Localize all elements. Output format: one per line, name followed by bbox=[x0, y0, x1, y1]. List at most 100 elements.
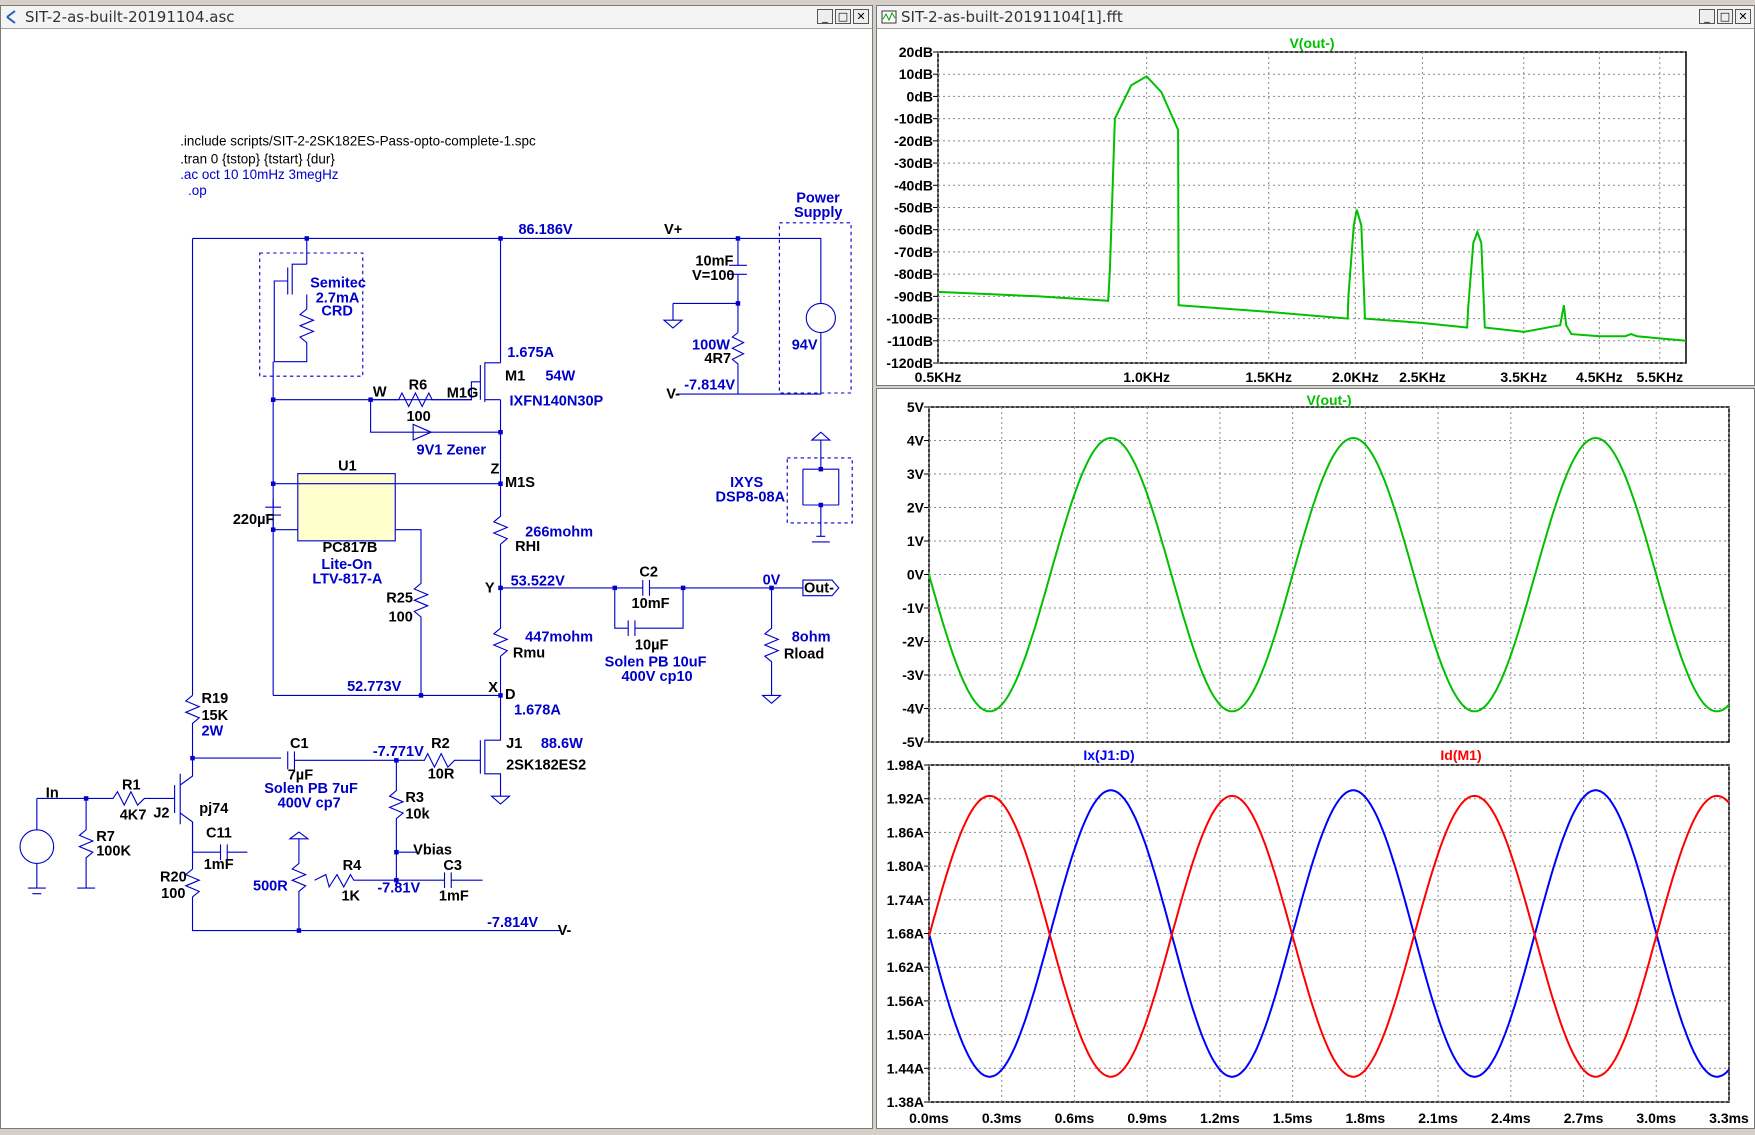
directive-op[interactable]: .op bbox=[188, 183, 207, 198]
c2-value: 10mF bbox=[632, 596, 670, 612]
directive-include[interactable]: .include scripts/SIT-2-2SK182ES-Pass-opt… bbox=[180, 133, 536, 148]
solen2-label: Solen PB 7uF bbox=[264, 781, 358, 797]
waveform-icon bbox=[881, 9, 897, 25]
minimize-button[interactable]: _ bbox=[1699, 9, 1715, 24]
fft-titlebar[interactable]: SIT-2-as-built-20191104[1].fft _ □ ✕ bbox=[877, 6, 1754, 29]
rmu-value: 447mohm bbox=[525, 630, 593, 646]
tick-label-y: -60dB bbox=[894, 222, 933, 238]
series-line-ix-j1d bbox=[928, 789, 1730, 1078]
tick-label-y: -1V bbox=[902, 600, 924, 616]
out-port-label: Out- bbox=[804, 580, 834, 596]
series-line-vout-tran bbox=[928, 436, 1730, 713]
tick-label-y: 1.68A bbox=[887, 926, 924, 942]
tick-label-y: 1.86A bbox=[887, 824, 924, 840]
tick-label-x: 0.5KHz bbox=[915, 369, 962, 385]
c1-label: C1 bbox=[290, 736, 309, 752]
schematic-window[interactable]: SIT-2-as-built-20191104.asc _ □ ✕ bbox=[0, 5, 873, 1129]
transient-plot[interactable]: 5V4V3V2V1V0V-1V-2V-3V-4V-5VV(out-)1.98A1… bbox=[877, 389, 1754, 1128]
m1-label: M1 bbox=[505, 369, 525, 385]
close-button[interactable]: ✕ bbox=[853, 9, 869, 24]
tick-label-y: 1.62A bbox=[887, 959, 924, 975]
series-line-id-m1 bbox=[928, 794, 1730, 1078]
tick-label-y: -40dB bbox=[894, 177, 933, 193]
rhi-value: 266mohm bbox=[525, 524, 593, 540]
fft-window[interactable]: SIT-2-as-built-20191104[1].fft _ □ ✕ 20d… bbox=[876, 5, 1755, 386]
tick-label-y: 1.56A bbox=[887, 993, 924, 1009]
tick-label-x: 1.8ms bbox=[1346, 1110, 1386, 1126]
opto-label-1: PC817B bbox=[322, 540, 377, 556]
tick-label-y: -100dB bbox=[886, 311, 933, 327]
tick-label-y: -2V bbox=[902, 634, 924, 650]
r4-value: 1K bbox=[341, 888, 360, 904]
j1-power: 88.6W bbox=[541, 736, 583, 752]
net-label-y: Y bbox=[485, 580, 495, 596]
tick-label-y: 0V bbox=[907, 567, 925, 583]
maximize-button[interactable]: □ bbox=[1717, 9, 1733, 24]
tick-label-y: 1.50A bbox=[887, 1027, 924, 1043]
net-label-v-c1: -7.771V bbox=[373, 744, 424, 760]
tick-label-x: 4.5KHz bbox=[1576, 369, 1623, 385]
schematic-canvas[interactable]: .include scripts/SIT-2-2SK182ES-Pass-opt… bbox=[1, 29, 872, 1129]
schematic-title: SIT-2-as-built-20191104.asc bbox=[25, 8, 235, 26]
m1-part: IXFN140N30P bbox=[509, 393, 603, 409]
tick-label-y: -5V bbox=[902, 734, 924, 750]
tick-label-x: 1.5KHz bbox=[1245, 369, 1292, 385]
solen1-label: Solen PB 10uF bbox=[605, 654, 707, 670]
r3-label: R3 bbox=[405, 790, 424, 806]
tick-label-x: 2.1ms bbox=[1418, 1110, 1458, 1126]
tick-label-y: 5V bbox=[907, 399, 925, 415]
r2-label: R2 bbox=[431, 736, 450, 752]
ltspice-icon bbox=[5, 9, 21, 25]
r6-value: 100 bbox=[406, 409, 430, 425]
close-button[interactable]: ✕ bbox=[1735, 9, 1751, 24]
c11-label: C11 bbox=[206, 826, 232, 842]
solen2b-label: 400V cp7 bbox=[278, 795, 341, 811]
crd-label-1: Semitec bbox=[310, 276, 366, 292]
minimize-button[interactable]: _ bbox=[817, 9, 833, 24]
ps-res-label-1: 100W bbox=[692, 337, 730, 353]
r20-value: 100 bbox=[161, 886, 185, 902]
tick-label-y: -30dB bbox=[894, 155, 933, 171]
ps-cap-label-1: 10mF bbox=[695, 253, 733, 269]
schematic-titlebar[interactable]: SIT-2-as-built-20191104.asc _ □ ✕ bbox=[1, 6, 872, 29]
net-label-vminus-bot: V- bbox=[558, 923, 572, 939]
opto-label-2: Lite-On bbox=[321, 557, 372, 573]
solen1b-label: 400V cp10 bbox=[621, 669, 692, 685]
c1-value: 7µF bbox=[288, 767, 313, 783]
tick-label-y: -4V bbox=[902, 701, 924, 717]
r6-label: R6 bbox=[409, 378, 428, 394]
r3-value: 10k bbox=[405, 807, 430, 823]
directive-ac[interactable]: .ac oct 10 10mHz 3megHz bbox=[180, 167, 339, 182]
maximize-button[interactable]: □ bbox=[835, 9, 851, 24]
tick-label-y: 1.38A bbox=[887, 1094, 924, 1110]
r19-label: R19 bbox=[201, 691, 228, 707]
tick-label-x: 0.3ms bbox=[982, 1110, 1022, 1126]
net-label-0v: 0V bbox=[763, 573, 781, 589]
r19-power: 2W bbox=[201, 724, 223, 740]
r7-label: R7 bbox=[96, 829, 115, 845]
directive-tran[interactable]: .tran 0 {tstop} {tstart} {dur} bbox=[180, 151, 335, 166]
r1-value: 4K7 bbox=[120, 808, 147, 824]
tick-label-x: 2.4ms bbox=[1491, 1110, 1531, 1126]
r2-value: 10R bbox=[428, 766, 455, 782]
tick-label-y: 1.98A bbox=[887, 757, 924, 773]
tick-label-x: 2.7ms bbox=[1564, 1110, 1604, 1126]
tick-label-x: 1.2ms bbox=[1200, 1110, 1240, 1126]
rhi-label: RHI bbox=[515, 539, 540, 555]
net-label-x: X bbox=[488, 680, 498, 696]
tick-label-x: 5.5KHz bbox=[1636, 369, 1683, 385]
r20-label: R20 bbox=[160, 869, 187, 885]
pot-label: 500R bbox=[253, 878, 288, 894]
u1-label: U1 bbox=[338, 458, 357, 474]
chart-title: V(out-) bbox=[1306, 392, 1351, 408]
tick-label-y: 1.74A bbox=[887, 892, 924, 908]
r1-label: R1 bbox=[122, 777, 141, 793]
fft-plot[interactable]: 20dB10dB0dB-10dB-20dB-30dB-40dB-50dB-60d… bbox=[877, 29, 1754, 385]
zener-label: 9V1 Zener bbox=[417, 443, 487, 459]
tick-label-y: -20dB bbox=[894, 133, 933, 149]
ps-res-label-2: 4R7 bbox=[704, 351, 731, 367]
tick-label-y: 0dB bbox=[907, 88, 933, 104]
j2-label: J2 bbox=[153, 805, 169, 821]
legend-ix-j1d: Ix(J1:D) bbox=[1083, 747, 1134, 763]
